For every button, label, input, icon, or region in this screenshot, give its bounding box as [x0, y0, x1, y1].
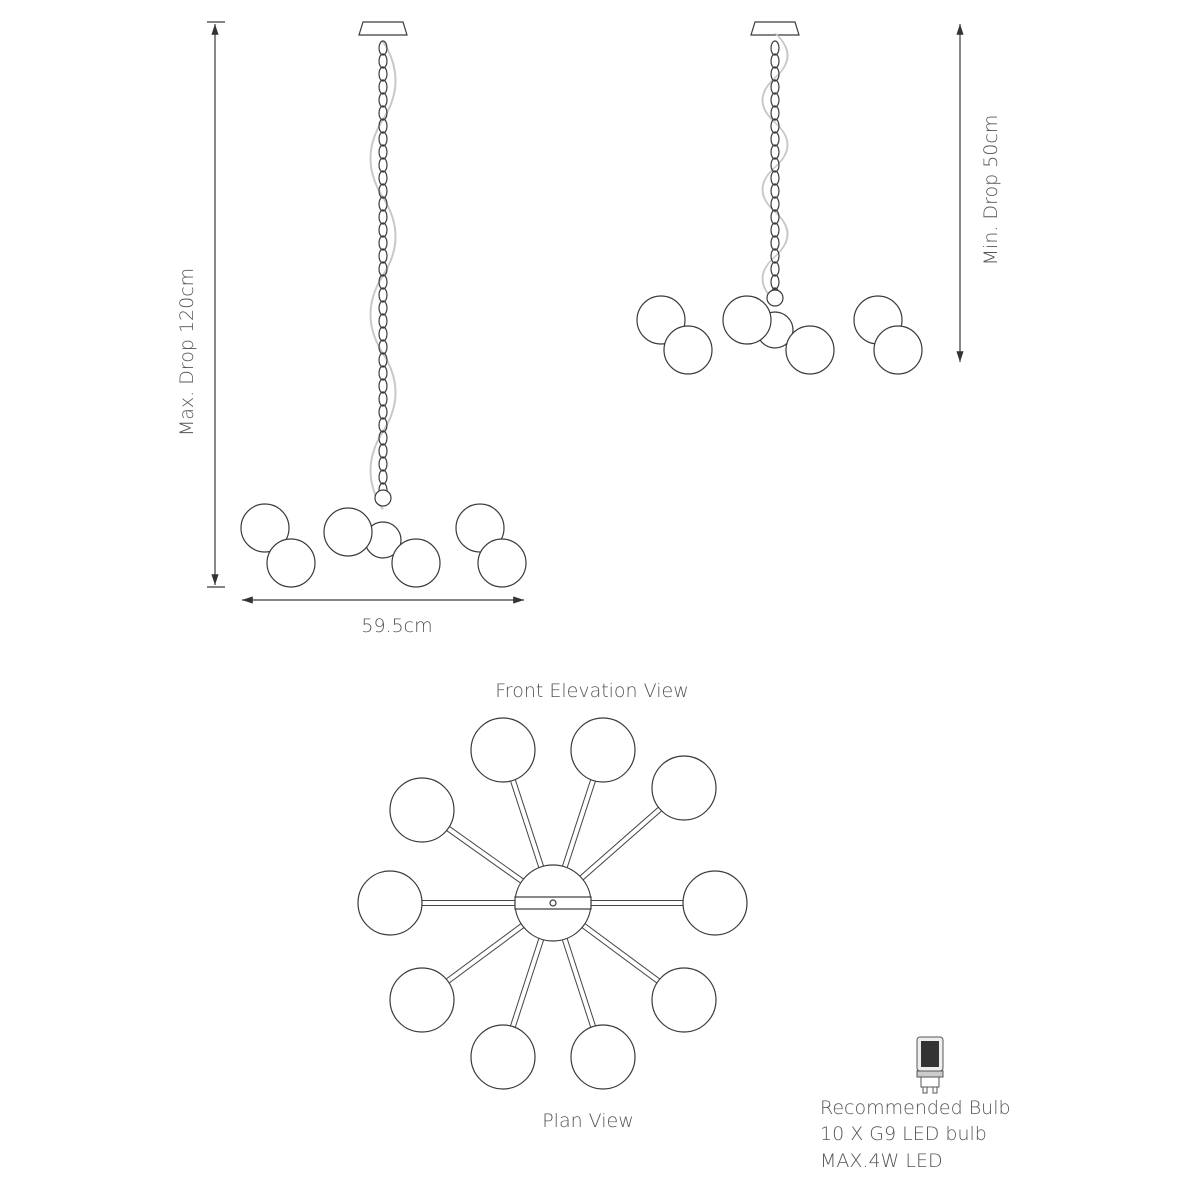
glass-globe [663, 325, 713, 375]
glass-globe [389, 967, 455, 1033]
glass-globe [477, 538, 527, 588]
hub-screw [549, 899, 557, 907]
chain-link [378, 235, 388, 251]
plan-view [357, 717, 748, 1090]
chain-link [378, 157, 388, 173]
ceiling-canopy [358, 21, 408, 36]
chain-link [770, 131, 780, 147]
glass-globe [391, 538, 441, 588]
glass-globe [570, 1024, 636, 1090]
chain-link [378, 469, 388, 485]
glass-globe [323, 507, 373, 557]
glass-globe [470, 1024, 536, 1090]
chain-link [770, 248, 780, 264]
chain-link [770, 79, 780, 95]
chain-link [770, 105, 780, 121]
chain-link [770, 261, 780, 277]
chain-link [378, 196, 388, 212]
ceiling-canopy [750, 21, 800, 36]
chain-link [378, 53, 388, 69]
chain-link [378, 456, 388, 472]
chain-link [378, 183, 388, 199]
hub-bar [514, 896, 592, 910]
chain-link [770, 170, 780, 186]
chain-link [378, 209, 388, 225]
chain-link [378, 430, 388, 446]
chain-link [770, 118, 780, 134]
chain-link [378, 79, 388, 95]
chain-link [378, 287, 388, 303]
chain-link [770, 222, 780, 238]
chain-link [378, 248, 388, 264]
chain-link [770, 183, 780, 199]
front-elevation-caption: Front Elevation View [495, 680, 688, 702]
min-drop-dimension: Min. Drop 50cm [956, 24, 1002, 362]
chain-loop [766, 289, 784, 307]
chain-link [378, 131, 388, 147]
chain-link [770, 92, 780, 108]
chain-loop [374, 489, 392, 507]
glass-globe [266, 538, 316, 588]
chain-link [378, 92, 388, 108]
chain-link [770, 40, 780, 56]
glass-globe [570, 717, 636, 783]
glass-globe [785, 325, 835, 375]
glass-globe [651, 755, 717, 821]
chain-link [378, 352, 388, 368]
chain-link [770, 235, 780, 251]
width-label: 59.5cm [361, 615, 432, 637]
chain-link [770, 157, 780, 173]
chain-link [378, 40, 388, 56]
chain-link [378, 222, 388, 238]
chain-link [770, 274, 780, 290]
glass-globe [240, 503, 290, 553]
chain-link [770, 66, 780, 82]
bulb-wattage: MAX.4W LED [820, 1150, 943, 1172]
chain-link [378, 391, 388, 407]
chain-link [378, 274, 388, 290]
chain-link [378, 378, 388, 394]
chain-link [378, 170, 388, 186]
glass-globe [873, 325, 923, 375]
chain-link [378, 144, 388, 160]
width-dimension: 59.5cm [242, 596, 524, 637]
g9-bulb-icon [916, 1036, 944, 1094]
chain-link [770, 53, 780, 69]
chain-link [378, 261, 388, 277]
glass-globe [470, 717, 536, 783]
chain-link [378, 66, 388, 82]
max-drop-label: Max. Drop 120cm [176, 268, 198, 436]
chain-link [378, 105, 388, 121]
max-drop-dimension: Max. Drop 120cm [176, 21, 225, 588]
chain-link [378, 118, 388, 134]
bulb-title: Recommended Bulb [820, 1097, 1011, 1119]
power-cable [761, 32, 789, 302]
min-drop-label: Min. Drop 50cm [980, 115, 1002, 266]
chain-link [378, 365, 388, 381]
chain-link [378, 417, 388, 433]
bulb-quantity: 10 X G9 LED bulb [820, 1123, 987, 1145]
chain-link [770, 196, 780, 212]
glass-globe [651, 967, 717, 1033]
chain-link [378, 404, 388, 420]
glass-globe [389, 777, 455, 843]
glass-globe [682, 870, 748, 936]
chain-link [378, 339, 388, 355]
chain-link [378, 300, 388, 316]
chain-link [770, 209, 780, 225]
chain-link [770, 144, 780, 160]
plan-view-caption: Plan View [542, 1110, 634, 1132]
front-view-max-drop [240, 21, 527, 588]
front-view-min-drop [636, 21, 923, 375]
chain-link [378, 326, 388, 342]
chain-link [378, 443, 388, 459]
glass-globe [357, 870, 423, 936]
chain-link [378, 313, 388, 329]
glass-globe [722, 295, 772, 345]
